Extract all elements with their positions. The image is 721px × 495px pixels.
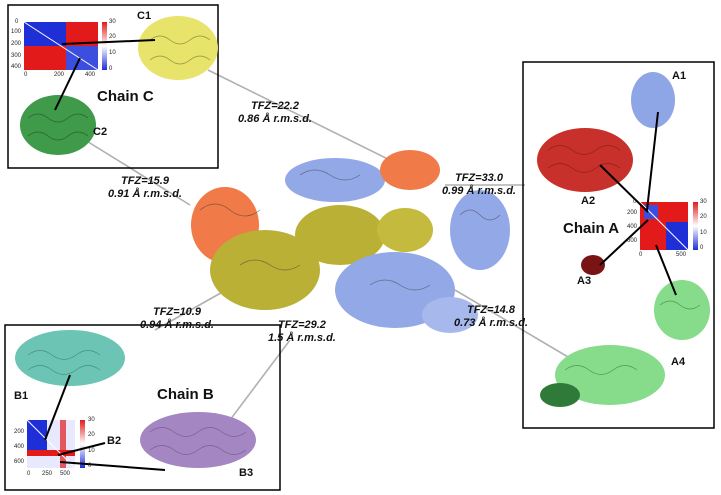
tfz-annotation-a2: TFZ=33.0 0.99 Å r.m.s.d. [442, 172, 516, 198]
chain-c-domain-c2 [20, 95, 96, 155]
chain-a-domain-a4-left [555, 345, 665, 405]
chain-a-contact-map [639, 201, 698, 251]
chain-a-domain-a1 [631, 72, 675, 128]
tfz-annotation-c1: TFZ=22.2 0.86 Å r.m.s.d. [238, 100, 312, 126]
complex-periwinkle-domain-top [285, 158, 385, 202]
chain-b-ytick: 200 [14, 429, 25, 435]
chain-c-label-c1: C1 [137, 10, 152, 22]
chain-a-xtick: 0 [639, 252, 643, 258]
tfz-score: TFZ=33.0 [454, 172, 503, 184]
rmsd-value: 0.86 Å r.m.s.d. [238, 113, 312, 125]
complex-olive-domain-right [377, 208, 433, 252]
chain-c-panel [7, 4, 219, 169]
tfz-annotation-c2: TFZ=15.9 0.91 Å r.m.s.d. [108, 175, 182, 201]
tfz-score: TFZ=15.9 [120, 175, 169, 187]
chain-a-domain-a2 [537, 128, 633, 192]
chain-b-scale-tick: 20 [88, 432, 95, 438]
chain-a-ytick: 600 [627, 238, 638, 244]
chain-c-xtick: 0 [24, 72, 28, 78]
chain-c-scale-tick: 0 [109, 66, 113, 72]
chain-a-scale-tick: 10 [700, 230, 707, 236]
chain-a-label-a1: A1 [672, 70, 687, 82]
chain-c-xtick: 200 [54, 72, 65, 78]
chain-c-xtick: 400 [85, 72, 96, 78]
chain-c-ytick: 300 [11, 53, 22, 59]
chain-b-scale-tick: 0 [88, 463, 92, 469]
chain-a-xtick: 500 [676, 252, 687, 258]
tfz-score: TFZ=22.2 [250, 100, 299, 112]
chain-c-ytick: 400 [11, 64, 22, 70]
chain-b-ytick: 600 [14, 459, 25, 465]
chain-b-scale-tick: 30 [88, 417, 95, 423]
tfz-annotation-b3: TFZ=29.2 1.5 Å r.m.s.d. [268, 319, 336, 345]
tfz-annotation-a4: TFZ=14.8 0.73 Å r.m.s.d. [454, 304, 528, 330]
chain-a-ytick: 400 [627, 224, 638, 230]
chain-a-domain-a4-dark [540, 383, 580, 407]
chain-b-ytick: 400 [14, 444, 25, 450]
rmsd-value: 1.5 Å r.m.s.d. [268, 332, 336, 344]
chain-c-scale-tick: 30 [109, 19, 116, 25]
chain-a-scale-tick: 30 [700, 199, 707, 205]
tfz-score: TFZ=14.8 [466, 304, 515, 316]
chain-a-ytick: 0 [633, 199, 637, 205]
complex-periwinkle-domain-right [450, 190, 510, 270]
chain-a-title: Chain A [563, 220, 620, 237]
chain-b-xtick: 500 [60, 471, 71, 477]
chain-b-label-b2: B2 [107, 435, 122, 447]
chain-b-contact-map [26, 419, 85, 469]
chain-c-domain-c1 [138, 16, 218, 80]
chain-a-scale-tick: 20 [700, 214, 707, 220]
chain-c-scale-tick: 10 [109, 50, 116, 56]
chain-a-label-a2: A2 [581, 195, 596, 207]
chain-a-label-a4: A4 [671, 356, 686, 368]
chain-a-ytick: 200 [627, 210, 638, 216]
tfz-score: TFZ=10.9 [152, 306, 201, 318]
chain-c-contact-map [23, 21, 107, 71]
chain-a-domain-a3 [581, 255, 605, 275]
chain-b-label-b3: B3 [239, 467, 254, 479]
chain-c-label-c2: C2 [93, 126, 108, 138]
chain-c-title: Chain C [97, 88, 154, 105]
tfz-annotation-b1: TFZ=10.9 0.94 Å r.m.s.d. [140, 306, 214, 332]
chain-b-domain-b3 [140, 412, 256, 468]
chain-a-panel [522, 61, 715, 429]
chain-b-xtick: 250 [42, 471, 53, 477]
rmsd-value: 0.94 Å r.m.s.d. [140, 319, 214, 331]
central-complex [191, 150, 510, 333]
chain-a-domain-a4-right [654, 280, 710, 340]
chain-a-scale-tick: 0 [700, 245, 704, 251]
complex-periwinkle-domain-bottom [422, 297, 478, 333]
chain-c-ytick: 200 [11, 41, 22, 47]
chain-c-scale-tick: 20 [109, 34, 116, 40]
chain-b-label-b1: B1 [14, 390, 29, 402]
tfz-score: TFZ=29.2 [277, 319, 326, 331]
complex-orange-domain-top [380, 150, 440, 190]
chain-c-ytick: 100 [11, 29, 22, 35]
rmsd-value: 0.91 Å r.m.s.d. [108, 188, 182, 200]
complex-olive-domain-left [210, 230, 320, 310]
chain-b-scale-tick: 10 [88, 448, 95, 454]
complex-olive-domain-center [295, 205, 385, 265]
chain-b-title: Chain B [157, 386, 214, 403]
chain-b-panel [4, 324, 281, 491]
chain-c-ytick: 0 [15, 19, 19, 25]
rmsd-value: 0.73 Å r.m.s.d. [454, 317, 528, 329]
chain-b-xtick: 0 [27, 471, 31, 477]
chain-a-label-a3: A3 [577, 275, 592, 287]
rmsd-value: 0.99 Å r.m.s.d. [442, 185, 516, 197]
